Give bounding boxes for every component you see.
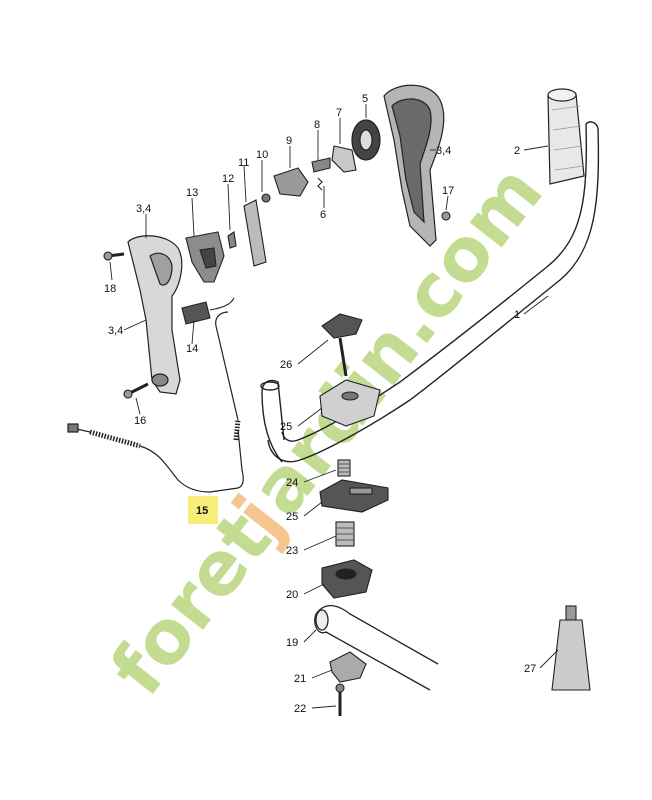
clamp-25-upper (319, 379, 381, 427)
label-9: 9 (286, 135, 292, 147)
handlebar-grip (547, 88, 585, 185)
label-8: 8 (314, 119, 320, 131)
label-19: 19 (286, 637, 298, 649)
label-20: 20 (286, 589, 298, 601)
grease-tube-27 (551, 605, 591, 691)
label-3-4-top: 3,4 (436, 145, 451, 157)
screw-22 (335, 683, 345, 716)
label-17: 17 (442, 185, 454, 197)
label-5: 5 (362, 93, 368, 105)
label-16: 16 (134, 415, 146, 427)
label-18: 18 (104, 283, 116, 295)
knob-26 (321, 313, 363, 377)
switch-block-13 (185, 231, 225, 283)
label-2: 2 (514, 145, 520, 157)
label-25-lower: 25 (286, 511, 298, 523)
part-labels: 1 2 3,4 3,4 3,4 5 6 7 8 9 10 11 12 13 14… (104, 93, 536, 715)
highlight-box-15 (188, 496, 218, 524)
label-23: 23 (286, 545, 298, 557)
label-27: 27 (524, 663, 536, 675)
label-11: 11 (238, 157, 249, 169)
main-tube (267, 121, 600, 463)
label-6: 6 (320, 209, 326, 221)
label-15: 15 (196, 505, 208, 517)
label-21: 21 (294, 673, 306, 685)
label-3-4-left: 3,4 (108, 325, 123, 337)
shaft-tube-19 (314, 605, 439, 691)
clamp-21 (329, 651, 367, 683)
label-10: 10 (256, 149, 268, 161)
connector-14 (181, 297, 235, 325)
label-24: 24 (286, 477, 298, 489)
label-26: 26 (280, 359, 292, 371)
label-13: 13 (186, 187, 198, 199)
label-25-upper: 25 (280, 421, 292, 433)
label-22: 22 (294, 703, 306, 715)
wheel-part-5 (351, 119, 381, 161)
spring-23 (335, 521, 355, 547)
base-20 (321, 559, 373, 599)
small-parts-group (227, 145, 357, 267)
j-tube (260, 379, 285, 463)
label-1: 1 (514, 309, 520, 321)
svg-text:ardin.com: ardin.com (235, 150, 560, 532)
screws-group (103, 211, 451, 399)
cable-15 (67, 311, 244, 493)
leader-lines (109, 104, 559, 709)
left-housing (127, 235, 183, 395)
label-14: 14 (186, 343, 198, 355)
spring-24 (337, 459, 351, 477)
label-7: 7 (336, 107, 342, 119)
clamp-25-lower (319, 479, 389, 513)
label-3-4-left-top: 3,4 (136, 203, 151, 215)
right-housing (383, 84, 445, 247)
label-12: 12 (222, 173, 234, 185)
